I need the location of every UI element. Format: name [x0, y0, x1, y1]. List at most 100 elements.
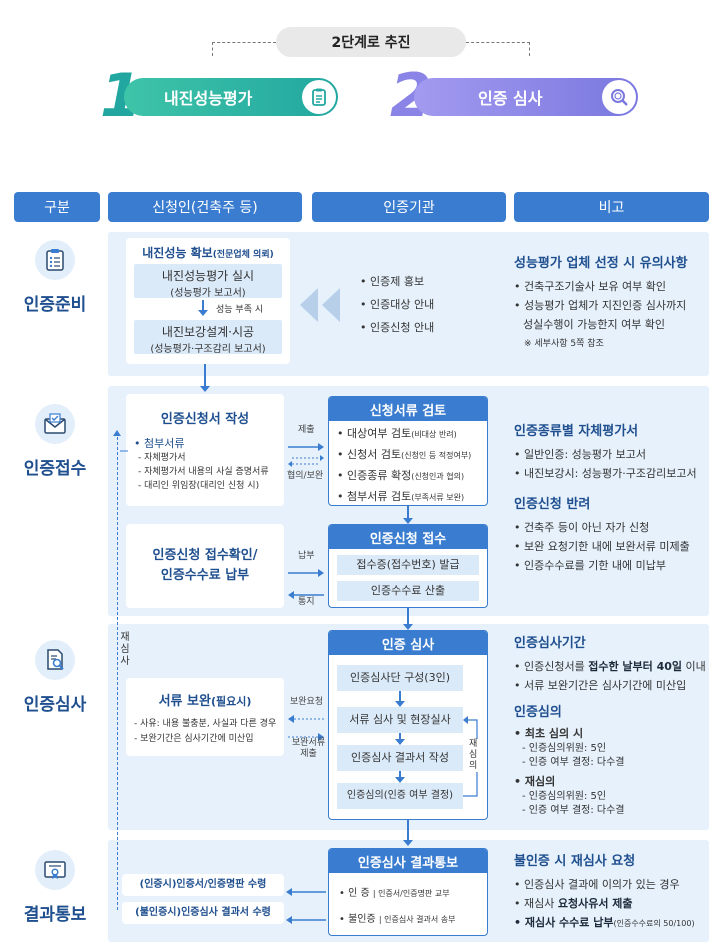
result-arrow-cert [286, 881, 326, 900]
checklist-icon [35, 240, 75, 280]
prep-item-retrofit: 내진보강설계·시공 (성능평가·구조감리 보고서) [134, 320, 282, 355]
prep-remarks-item: • 건축구조기술사 보유 여부 확인 [514, 280, 667, 293]
prep-item-retrofit-label: 내진보강설계·시공 [161, 325, 255, 339]
review-remarks-item: • 서류 보완기간은 심사기간에 미산입 [514, 679, 687, 692]
document-search-icon [35, 640, 75, 680]
rereview-vertical-label: 재심의 [469, 739, 479, 772]
category-result-label: 결과통보 [23, 905, 87, 925]
receipt-remarks-item: • 보완 요청기한 내에 보완서류 미제출 [514, 540, 690, 553]
review-first-title: • 최초 심의 시 [514, 727, 584, 740]
column-header-category: 구분 [14, 192, 100, 222]
prep-box-title-sub: (전문업체 의뢰) [212, 250, 274, 260]
exam-item-report: 인증심사 결과서 작성 [337, 745, 463, 771]
prep-item-eval: 내진성능평가 실시 (성능평가 보고서) [134, 264, 282, 299]
pay-arrow [288, 562, 324, 581]
consult-label: 협의/보완 [287, 471, 324, 481]
supplement-request-label: 보완요청 [290, 697, 324, 707]
result-remarks-item: • 재심사 요청사유서 제출 [514, 897, 633, 910]
connector-review-accept-head [403, 518, 413, 524]
category-review: 인증심사 [10, 640, 100, 715]
exam-arrow [399, 691, 401, 705]
receipt-remarks-item: • 일반인증: 성능평가 보고서 [514, 448, 647, 461]
reexam-loop-head [113, 430, 121, 436]
prep-remarks: 성능평가 업체 선정 시 유의사항 • 건축구조기술사 보유 여부 확인 • 성… [514, 252, 706, 349]
step2-bar: 인증 심사 [414, 78, 638, 116]
application-box: 인증신청서 작성 • 첨부서류 - 자체평가서 - 자체평가서 내용의 사실 증… [126, 394, 284, 506]
result-notice-cert: • 인 증 | 인증서/인증명판 교부 [339, 888, 450, 899]
exam-arrow [399, 771, 401, 781]
review-remarks: 인증심사기간 • 인증신청서를 접수한 날부터 40일 이내 • 서류 보완기간… [514, 632, 710, 818]
supplement-request-arrow [288, 708, 324, 727]
category-receipt-label: 인증접수 [23, 459, 87, 479]
result-receive-report: (불인증시)인증심사 결과서 수령 [122, 902, 284, 924]
column-header-applicant: 신청인(건축주 등) [108, 192, 302, 222]
attachments-title: • 첨부서류 [134, 437, 185, 450]
column-header-remarks: 비고 [514, 192, 709, 222]
step1-bar: 내진성능평가 [124, 78, 338, 116]
review-first-item: - 인증 여부 결정: 다수결 [522, 757, 625, 768]
notify-arrow [288, 584, 324, 603]
prep-item-retrofit-sub: (성능평가·구조감리 보고서) [150, 344, 266, 355]
envelope-icon [35, 404, 75, 444]
exam-item-inspection: 서류 심사 및 현장실사 [337, 707, 463, 733]
exam-box: 인증 심사 인증심사단 구성(3인) 서류 심사 및 현장실사 인증심사 결과서… [328, 630, 488, 820]
connector-receipt-review [407, 608, 409, 626]
exam-arrow [399, 733, 401, 743]
result-notice-fail: • 불인증 | 인증심사 결과서 송부 [339, 914, 456, 925]
accept-title: 인증신청 접수 [329, 525, 487, 549]
review-re-item: - 인증 여부 결정: 다수결 [522, 805, 625, 816]
prep-arrow-note: 성능 부족 시 [216, 305, 264, 315]
step1-label: 내진성능평가 [164, 89, 253, 108]
prep-agency-list: • 인증제 홍보 • 인증대상 안내 • 인증신청 안내 [360, 270, 434, 339]
application-title: 인증신청서 작성 [160, 412, 250, 427]
prep-item-eval-sub: (성능평가 보고서) [170, 288, 246, 299]
category-prep-label: 인증준비 [23, 295, 87, 315]
reexam-vertical-label: 재심사 [120, 632, 130, 667]
result-remarks-item: • 인증심사 결과에 이의가 있는 경우 [514, 878, 680, 891]
stage-connector-right [466, 42, 530, 56]
confirm-box: 인증신청 접수확인/ 인증수수료 납부 [126, 524, 284, 608]
submit-arrow [288, 436, 324, 455]
attachment-item: - 자체평가서 내용의 사실 증명서류 [138, 467, 269, 477]
result-remarks: 불인증 시 재심사 요청 • 인증심사 결과에 이의가 있는 경우 • 재심사 … [514, 850, 714, 933]
connector-prep-receipt-head [200, 386, 210, 392]
clipboard-icon [302, 80, 336, 114]
attachment-item: - 자체평가서 [138, 453, 186, 463]
prep-remarks-item: 성실수행이 가능한지 여부 확인 [523, 318, 666, 331]
exam-item-panel: 인증심사단 구성(3인) [337, 665, 463, 691]
supplement-box: 서류 보완(필요시) - 사유: 내용 불충분, 사실과 다른 경우 - 보완기… [126, 678, 284, 756]
review-re-item: - 인증심의위원: 5인 [522, 791, 607, 802]
stage-connector-left [212, 42, 276, 56]
review-remarks-title1: 인증심사기간 [514, 636, 586, 651]
agency-item-promotion: • 인증제 홍보 [360, 275, 425, 288]
review-docs-box: 신청서류 검토 • 대상여부 검토(비대상 반려) • 신청서 검토(신청인 등… [328, 396, 488, 506]
supplement-submit-arrow [288, 726, 324, 745]
result-receive-certificate: (인증시)인증서/인증명판 수령 [122, 874, 284, 896]
certificate-icon [35, 850, 75, 890]
review-docs-item: • 인증종류 확정(신청인과 협의) [337, 469, 465, 482]
step2-label: 인증 심사 [478, 89, 543, 108]
connector-receipt-review-head [403, 624, 413, 630]
column-header-agency: 인증기관 [312, 192, 506, 222]
stage-title: 2단계로 추진 [276, 27, 466, 57]
result-notice-title: 인증심사 결과통보 [329, 849, 487, 873]
reexam-loop-line [117, 432, 118, 910]
accept-item-fee: 인증수수료 산출 [337, 581, 479, 601]
connector-review-result-head [403, 840, 413, 846]
connector-prep-receipt [204, 364, 206, 388]
prep-remarks-item: • 성능평가 업체가 지진인증 심사까지 [514, 299, 687, 312]
prep-arrow-head [198, 310, 208, 316]
prep-remarks-title: 성능평가 업체 선정 시 유의사항 [514, 256, 688, 271]
receipt-remarks-title2: 인증신청 반려 [514, 497, 591, 512]
category-prep: 인증준비 [10, 240, 100, 315]
connector-review-result [407, 820, 409, 842]
agency-item-target: • 인증대상 안내 [360, 298, 435, 311]
pay-label: 납부 [298, 551, 315, 561]
exam-arrow-head [395, 701, 405, 707]
magnifier-icon [602, 80, 636, 114]
double-left-arrow-icon [300, 288, 344, 326]
category-result: 결과통보 [10, 850, 100, 925]
result-remarks-item: • 재심사 수수료 납부(인증수수료의 50/100) [514, 916, 695, 929]
review-re-title: • 재심의 [514, 775, 556, 788]
